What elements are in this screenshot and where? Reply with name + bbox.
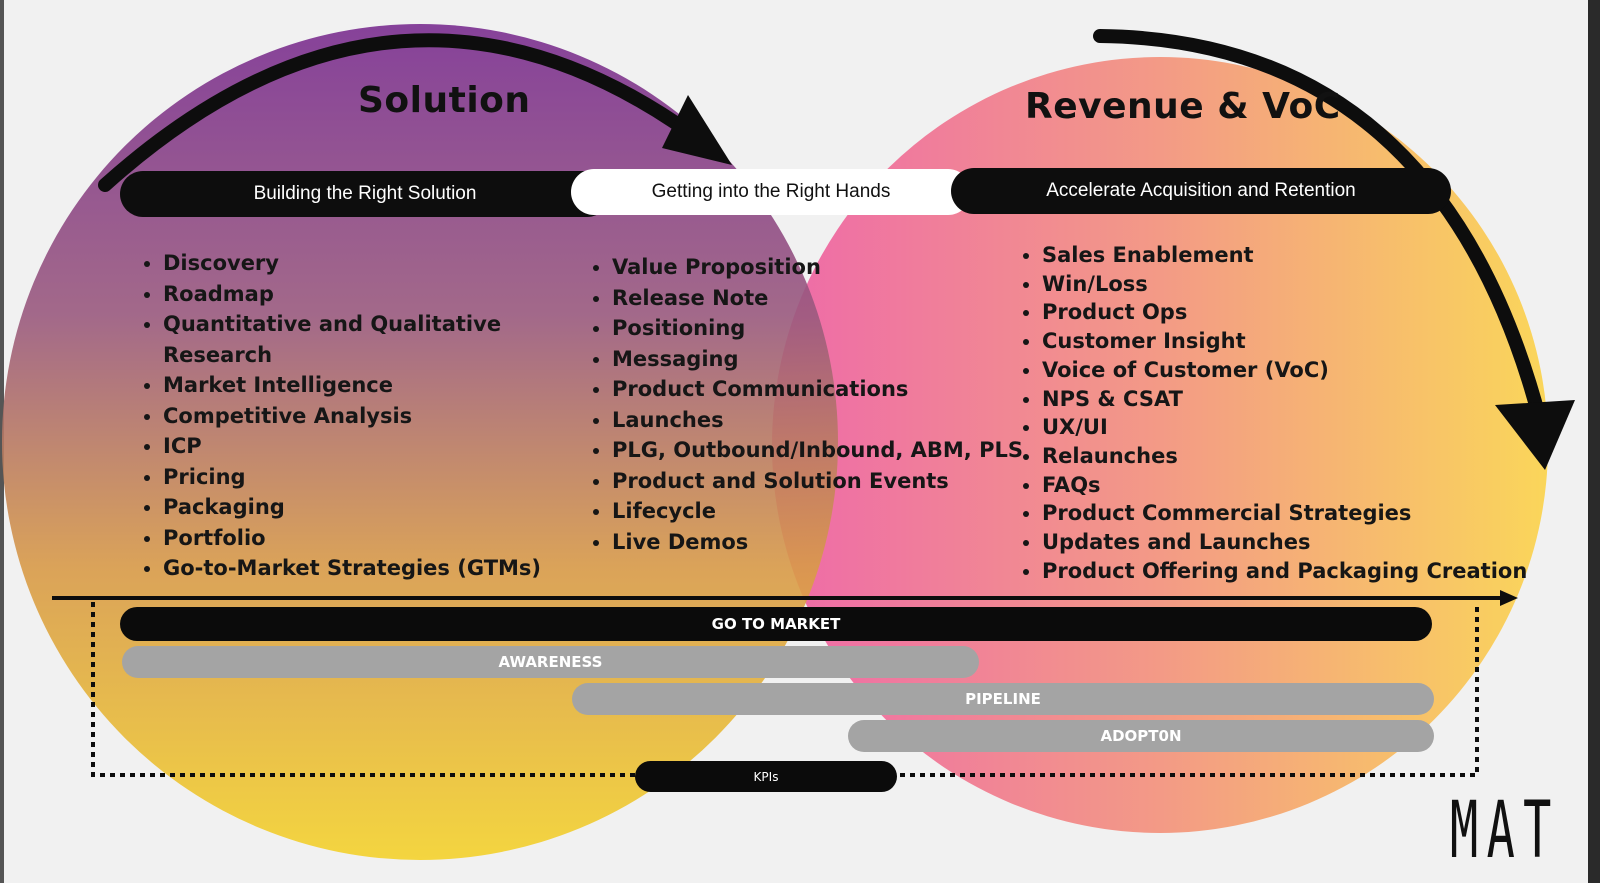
- list-item: Customer Insight: [1042, 327, 1542, 356]
- list-item: Packaging: [163, 492, 563, 523]
- pipeline-bar: PIPELINE: [572, 683, 1434, 715]
- top-left-arrow: [98, 33, 707, 192]
- list-item: Discovery: [163, 248, 563, 279]
- solution-list: Discovery Roadmap Quantitative and Quali…: [141, 248, 563, 584]
- list-item: NPS & CSAT: [1042, 385, 1542, 414]
- list-item: Competitive Analysis: [163, 401, 563, 432]
- list-item: Relaunches: [1042, 442, 1542, 471]
- top-right-arrow: [1093, 29, 1547, 427]
- list-item: Market Intelligence: [163, 370, 563, 401]
- list-item: Product Communications: [612, 374, 1032, 405]
- list-item: Launches: [612, 405, 1032, 436]
- mat-logo: MAT: [1450, 786, 1560, 876]
- right-edge: [1588, 0, 1600, 883]
- list-item: Updates and Launches: [1042, 528, 1542, 557]
- timeline-arrowhead-icon: [1500, 590, 1518, 606]
- list-item: Portfolio: [163, 523, 563, 554]
- list-item: Quantitative and Qualitative Research: [163, 309, 563, 370]
- list-item: ICP: [163, 431, 563, 462]
- kpis-pill: KPIs: [635, 761, 897, 792]
- arrowhead-icon: [1495, 400, 1575, 470]
- revenue-list: Sales Enablement Win/Loss Product Ops Cu…: [1020, 241, 1542, 585]
- list-item: Value Proposition: [612, 252, 1032, 283]
- list-item: Go-to-Market Strategies (GTMs): [163, 553, 563, 584]
- list-item: Live Demos: [612, 527, 1032, 558]
- list-item: Lifecycle: [612, 496, 1032, 527]
- middle-list: Value Proposition Release Note Positioni…: [590, 252, 1032, 557]
- adoption-bar: ADOPT0N: [848, 720, 1434, 752]
- left-edge: [0, 0, 4, 883]
- go-to-market-bar: GO TO MARKET: [120, 607, 1432, 641]
- list-item: Messaging: [612, 344, 1032, 375]
- revenue-subtitle-pill: Accelerate Acquisition and Retention: [951, 168, 1451, 214]
- list-item: Voice of Customer (VoC): [1042, 356, 1542, 385]
- list-item: Roadmap: [163, 279, 563, 310]
- list-item: Sales Enablement: [1042, 241, 1542, 270]
- list-item: Product Offering and Packaging Creation: [1042, 557, 1542, 586]
- list-item: Product Commercial Strategies: [1042, 499, 1542, 528]
- solution-title: Solution: [358, 80, 531, 121]
- list-item: Win/Loss: [1042, 270, 1542, 299]
- revenue-title: Revenue & VoC: [1025, 86, 1341, 127]
- list-item: Product Ops: [1042, 298, 1542, 327]
- arrowhead-icon: [662, 95, 732, 165]
- list-item: Positioning: [612, 313, 1032, 344]
- list-item: FAQs: [1042, 471, 1542, 500]
- awareness-bar: AWARENESS: [122, 646, 979, 678]
- list-item: UX/UI: [1042, 413, 1542, 442]
- list-item: Pricing: [163, 462, 563, 493]
- list-item: Release Note: [612, 283, 1032, 314]
- solution-subtitle-pill: Building the Right Solution: [120, 171, 610, 217]
- list-item: Product and Solution Events: [612, 466, 1032, 497]
- list-item: PLG, Outbound/Inbound, ABM, PLS: [612, 435, 1032, 466]
- middle-subtitle-pill: Getting into the Right Hands: [571, 169, 971, 215]
